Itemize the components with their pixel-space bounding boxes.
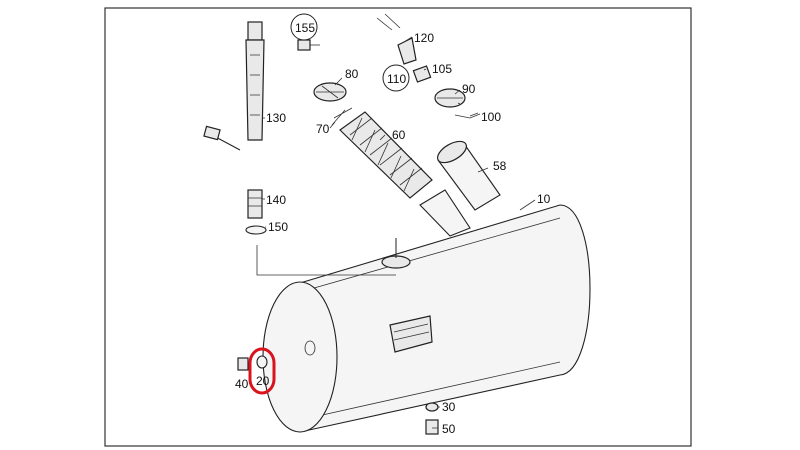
- label-110: 110: [387, 72, 406, 86]
- label-30: 30: [442, 400, 456, 414]
- sender-filter-140: [247, 189, 263, 219]
- filler-cap-90: [434, 88, 466, 108]
- drain-plug-50: [425, 419, 439, 435]
- label-150: 150: [268, 220, 288, 234]
- filler-neck: [419, 140, 501, 237]
- label-120: 120: [414, 31, 434, 45]
- label-10: 10: [537, 192, 551, 206]
- fuel-tank: [262, 204, 591, 433]
- callout-circle-155: [290, 13, 318, 41]
- callout-circle-110: [382, 64, 410, 92]
- label-70: 70: [316, 122, 330, 136]
- filler-cap-80: [313, 82, 347, 102]
- highlight-ring-20: [248, 347, 276, 395]
- label-50: 50: [442, 422, 456, 436]
- label-20: 20: [256, 374, 270, 388]
- label-140: 140: [266, 193, 286, 207]
- label-80: 80: [345, 67, 359, 81]
- drain-seal-30: [425, 402, 439, 412]
- label-100: 100: [481, 110, 501, 124]
- retaining-cord-100: [454, 113, 481, 119]
- seal-ring-150: [245, 225, 267, 235]
- lock-cylinder-105: [412, 65, 432, 83]
- drain-screw-40: [237, 357, 249, 371]
- label-58: 58: [493, 159, 507, 173]
- label-40: 40: [235, 377, 249, 391]
- label-90: 90: [462, 82, 476, 96]
- label-155: 155: [295, 21, 315, 35]
- fuel-level-sender: [203, 21, 265, 151]
- label-60: 60: [392, 128, 406, 142]
- label-130: 130: [266, 111, 286, 125]
- seal-ring-20: [256, 355, 268, 369]
- filler-strainer: [339, 111, 433, 199]
- label-105: 105: [432, 62, 452, 76]
